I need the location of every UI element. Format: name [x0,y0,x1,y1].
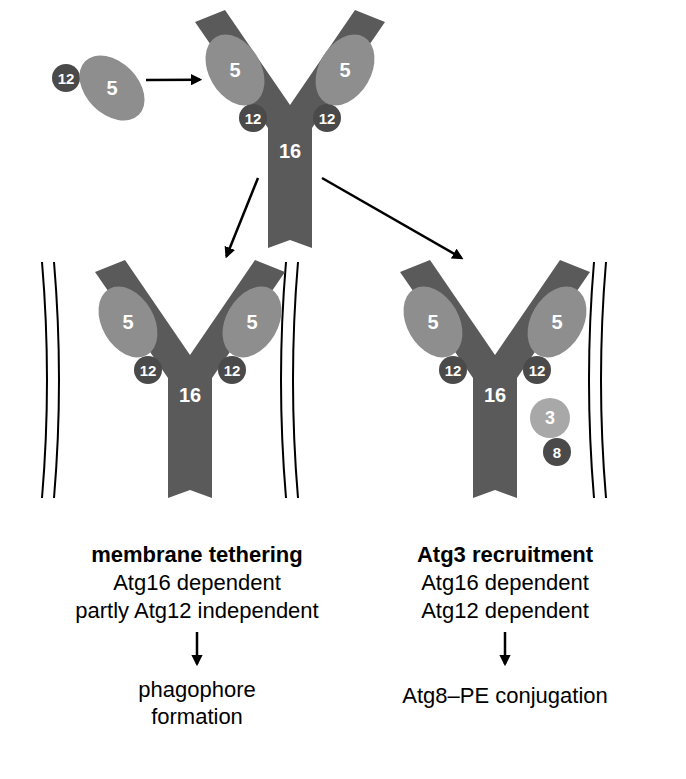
membrane-line [281,262,286,498]
protein-number: 8 [543,438,571,466]
atg3-circle: 3 [530,398,570,438]
atg12-circle: 12 [313,104,341,132]
circle-shape [439,356,467,384]
oval-shape [67,43,158,134]
atg5-oval: 5 [223,282,281,362]
oval-shape [210,276,293,368]
circle-shape [218,356,246,384]
process-heading: membrane tethering [47,541,347,568]
oval-shape [515,276,598,368]
protein-number: 12 [313,104,341,132]
protein-number: 3 [530,398,570,438]
protein-number: 16 [190,138,390,164]
circle-shape [239,104,267,132]
circle-shape [52,64,80,92]
protein-number: 5 [528,282,586,362]
atg5-oval: 5 [83,48,141,128]
process-heading: Atg3 recruitment [355,541,655,568]
reaction-arrow [226,178,258,256]
atg5-oval: 5 [404,282,462,362]
note-text: Atg16 dependent [355,569,655,596]
note-text: Atg8–PE conjugation [355,682,655,709]
atg12-circle: 12 [523,356,551,384]
protein-number: 12 [239,104,267,132]
protein-number: 16 [90,382,290,408]
circle-shape [523,356,551,384]
membrane-line [601,262,606,498]
atg12-circle: 12 [218,356,246,384]
protein-number: 12 [523,356,551,384]
result-arrow [196,632,199,664]
reaction-arrow [322,178,462,258]
atg12-circle: 12 [239,104,267,132]
membrane-line [293,262,298,498]
protein-number: 5 [99,282,157,362]
oval-shape [193,24,276,116]
reaction-arrow [146,78,200,81]
protein-number: 12 [439,356,467,384]
protein-number: 5 [223,282,281,362]
result-arrow [504,632,507,664]
circle-shape [543,438,571,466]
protein-number: 12 [52,64,80,92]
protein-number: 12 [134,356,162,384]
atg12-circle: 12 [134,356,162,384]
atg5-oval: 5 [316,30,374,110]
membrane-line [589,262,594,498]
atg12-circle: 12 [439,356,467,384]
atg5-oval: 5 [206,30,264,110]
circle-shape [134,356,162,384]
protein-number: 5 [404,282,462,362]
membrane-line [54,262,59,498]
note-text: Atg16 dependent [47,569,347,596]
protein-number: 12 [218,356,246,384]
atg5-oval: 5 [99,282,157,362]
note-text: Atg12 dependent [355,597,655,624]
oval-shape [303,24,386,116]
protein-number: 5 [206,30,264,110]
atg5-oval: 5 [528,282,586,362]
protein-number: 5 [316,30,374,110]
atg12-circle: 12 [52,64,80,92]
note-text: partly Atg12 independent [32,597,362,624]
note-text: phagophore formation [122,676,272,730]
membrane-line [42,262,47,498]
oval-shape [86,276,169,368]
circle-shape [313,104,341,132]
protein-number: 5 [83,48,141,128]
circle-shape [530,398,570,438]
oval-shape [391,276,474,368]
protein-number: 16 [395,382,595,408]
atg8-circle: 8 [543,438,571,466]
